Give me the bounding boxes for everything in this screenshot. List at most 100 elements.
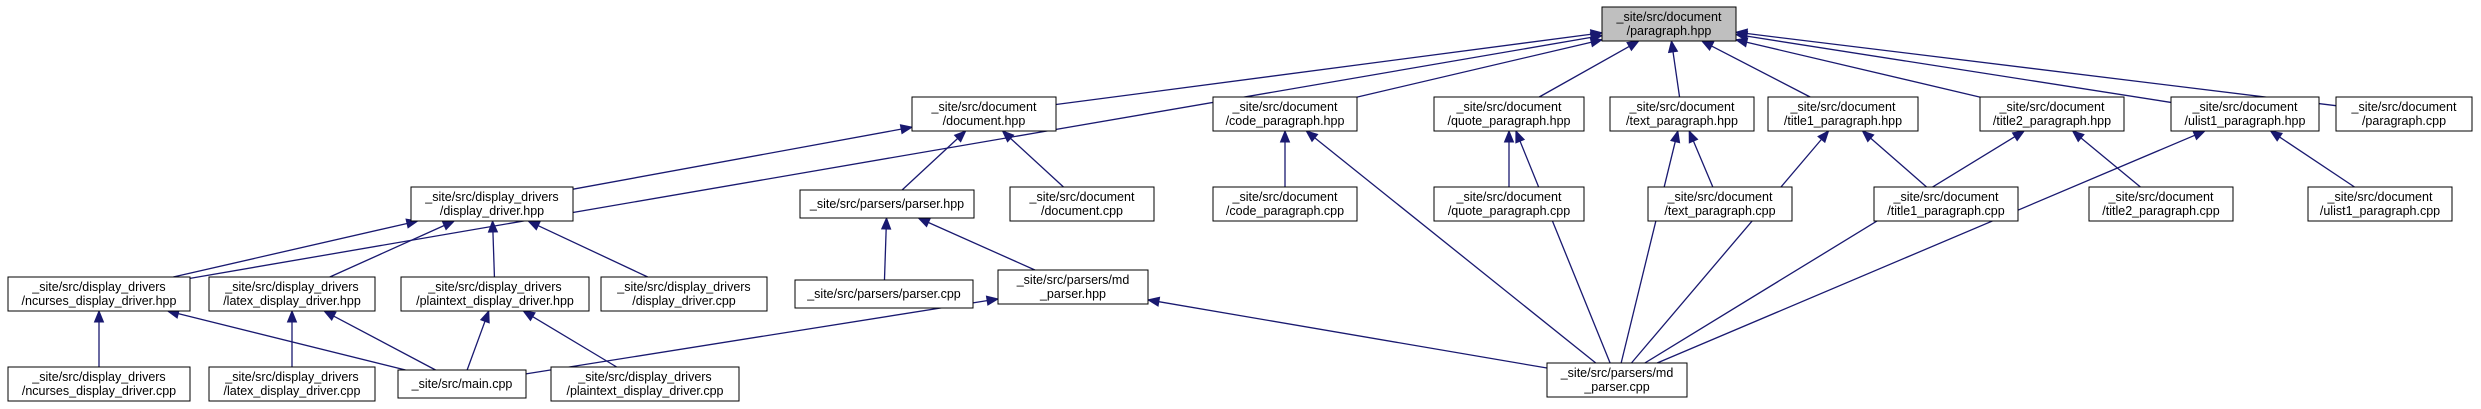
- node-label-line: _site/src/main.cpp: [411, 377, 513, 391]
- node-text-paragraph-hpp[interactable]: _site/src/document/text_paragraph.hpp: [1609, 96, 1755, 132]
- edge-line: [1519, 140, 1611, 364]
- node-label-line: _site/src/document: [1456, 100, 1562, 114]
- node-paragraph-hpp[interactable]: _site/src/document/paragraph.hpp: [1601, 6, 1737, 42]
- edge-line: [1746, 35, 2172, 104]
- node-title1-paragraph-cpp[interactable]: _site/src/document/title1_paragraph.cpp: [1873, 186, 2019, 222]
- node-paragraph-cpp[interactable]: _site/src/document/paragraph.cpp: [2335, 96, 2473, 132]
- edge-parser-cpp-to-parser-hpp: [880, 216, 892, 281]
- arrowhead-icon: [1279, 129, 1291, 143]
- node-plaintext-display-driver-hpp[interactable]: _site/src/display_drivers/plaintext_disp…: [400, 276, 590, 312]
- node-label-line: _site/src/document: [2108, 190, 2214, 204]
- edge-document-hpp-to-paragraph-hpp: [1055, 29, 1604, 106]
- edge-code-paragraph-hpp-to-paragraph-hpp: [1356, 37, 1604, 98]
- edge-ncurses-display-driver-hpp-to-paragraph-hpp: [189, 32, 1604, 279]
- edge-line: [1644, 136, 2016, 364]
- node-box: [2335, 96, 2473, 132]
- node-box: [550, 366, 740, 402]
- node-parser-hpp[interactable]: _site/src/parsers/parser.hpp: [799, 189, 975, 219]
- edge-md-parser-cpp-to-md-parser-hpp: [1146, 296, 1548, 369]
- arrowhead-icon: [2192, 130, 2207, 141]
- edge-line: [1356, 41, 1592, 98]
- node-label-line: /quote_paragraph.cpp: [1448, 204, 1570, 218]
- node-ulist1-paragraph-hpp[interactable]: _site/src/document/ulist1_paragraph.hpp: [2170, 96, 2320, 132]
- arrowhead-icon: [1688, 129, 1699, 144]
- node-box: [1873, 186, 2019, 222]
- node-md-parser-cpp[interactable]: _site/src/parsers/md_parser.cpp: [1546, 362, 1688, 398]
- node-document-hpp[interactable]: _site/src/document/document.hpp: [911, 96, 1057, 132]
- node-md-parser-hpp[interactable]: _site/src/parsers/md_parser.hpp: [997, 269, 1149, 305]
- arrowhead-icon: [479, 309, 490, 324]
- node-main-cpp[interactable]: _site/src/main.cpp: [397, 369, 527, 399]
- edge-line: [1630, 138, 1822, 364]
- edge-line: [1692, 140, 1714, 188]
- edge-line: [492, 231, 496, 278]
- node-label-line: _site/src/display_drivers: [31, 280, 165, 294]
- node-latex-display-driver-hpp[interactable]: _site/src/display_drivers/latex_display_…: [208, 276, 376, 312]
- edge-main-cpp-to-plaintext-display-driver-hpp: [466, 309, 490, 371]
- node-label-line: _site/src/display_drivers: [31, 370, 165, 384]
- node-label-line: _site/src/document: [2327, 190, 2433, 204]
- edge-line: [1746, 41, 1981, 98]
- node-box: [410, 186, 574, 222]
- edge-line: [525, 299, 988, 375]
- node-label-line: _site/src/document: [1999, 100, 2105, 114]
- arrowhead-icon: [522, 310, 536, 322]
- node-title2-paragraph-cpp[interactable]: _site/src/document/title2_paragraph.cpp: [2088, 186, 2234, 222]
- node-label-line: /title2_paragraph.cpp: [2102, 204, 2219, 218]
- node-code-paragraph-cpp[interactable]: _site/src/document/code_paragraph.cpp: [1212, 186, 1358, 222]
- node-box: [997, 269, 1149, 305]
- node-quote-paragraph-hpp[interactable]: _site/src/document/quote_paragraph.hpp: [1433, 96, 1585, 132]
- node-label-line: /title1_paragraph.cpp: [1887, 204, 2004, 218]
- edges-layer: [93, 28, 2355, 375]
- edge-plaintext-display-driver-hpp-to-display-driver-hpp: [487, 219, 499, 278]
- node-title1-paragraph-hpp[interactable]: _site/src/document/title1_paragraph.hpp: [1767, 96, 1919, 132]
- node-box: [2088, 186, 2234, 222]
- node-latex-display-driver-cpp[interactable]: _site/src/display_drivers/latex_display_…: [208, 366, 376, 402]
- node-box: [1433, 186, 1585, 222]
- node-text-paragraph-cpp[interactable]: _site/src/document/text_paragraph.cpp: [1647, 186, 1793, 222]
- node-label-line: /ulist1_paragraph.hpp: [2185, 114, 2306, 128]
- arrowhead-icon: [899, 124, 914, 135]
- edge-line: [1010, 137, 1064, 188]
- node-ncurses-display-driver-cpp[interactable]: _site/src/display_drivers/ncurses_displa…: [7, 366, 191, 402]
- node-label-line: _site/src/document: [1667, 190, 1773, 204]
- node-label-line: /latex_display_driver.hpp: [223, 294, 361, 308]
- edge-main-cpp-to-latex-display-driver-hpp: [322, 310, 436, 371]
- node-document-cpp[interactable]: _site/src/document/document.cpp: [1009, 186, 1155, 222]
- node-parser-cpp[interactable]: _site/src/parsers/parser.cpp: [794, 279, 974, 309]
- node-label-line: _site/src/display_drivers: [427, 280, 561, 294]
- node-label-line: _site/src/parsers/parser.hpp: [809, 197, 964, 211]
- edge-md-parser-cpp-to-title2-paragraph-hpp: [1644, 130, 2026, 364]
- node-display-driver-cpp[interactable]: _site/src/display_drivers/display_driver…: [600, 276, 768, 312]
- node-title2-paragraph-hpp[interactable]: _site/src/document/title2_paragraph.hpp: [1979, 96, 2125, 132]
- edge-line: [532, 316, 618, 368]
- node-box: [400, 276, 590, 312]
- node-code-paragraph-hpp[interactable]: _site/src/document/code_paragraph.hpp: [1212, 96, 1358, 132]
- edge-line: [1656, 134, 2195, 364]
- node-box: [1609, 96, 1755, 132]
- node-label-line: _site/src/document: [2192, 100, 2298, 114]
- arrowhead-icon: [2011, 130, 2026, 142]
- edge-main-cpp-to-md-parser-hpp: [525, 295, 1000, 375]
- edge-line: [1620, 141, 1676, 364]
- arrowhead-icon: [985, 295, 1000, 306]
- arrowhead-icon: [1700, 40, 1715, 51]
- node-box: [208, 276, 376, 312]
- node-ulist1-paragraph-cpp[interactable]: _site/src/document/ulist1_paragraph.cpp: [2307, 186, 2453, 222]
- edge-ulist1-paragraph-cpp-to-ulist1-paragraph-hpp: [2269, 130, 2355, 188]
- arrowhead-icon: [1626, 40, 1640, 52]
- node-box: [1647, 186, 1793, 222]
- edge-line: [2080, 137, 2141, 188]
- node-plaintext-display-driver-cpp[interactable]: _site/src/display_drivers/plaintext_disp…: [550, 366, 740, 402]
- node-label-line: _site/src/document: [1232, 100, 1338, 114]
- node-label-line: /paragraph.cpp: [2362, 114, 2446, 128]
- node-quote-paragraph-cpp[interactable]: _site/src/document/quote_paragraph.cpp: [1433, 186, 1585, 222]
- node-label-line: _site/src/display_drivers: [616, 280, 750, 294]
- node-ncurses-display-driver-hpp[interactable]: _site/src/display_drivers/ncurses_displa…: [7, 276, 191, 312]
- edge-line: [572, 128, 902, 190]
- node-display-driver-hpp[interactable]: _site/src/display_drivers/display_driver…: [410, 186, 574, 222]
- node-label-line: /plaintext_display_driver.hpp: [416, 294, 574, 308]
- edge-ncurses-display-driver-hpp-to-display-driver-hpp: [173, 218, 420, 278]
- arrowhead-icon: [1305, 130, 1319, 143]
- node-label-line: _site/src/parsers/parser.cpp: [806, 287, 961, 301]
